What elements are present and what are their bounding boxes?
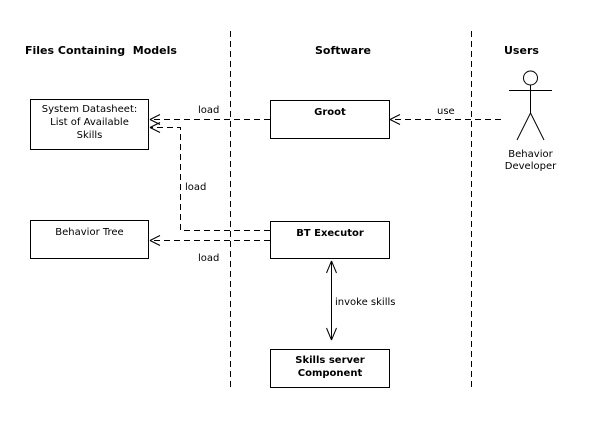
lane-label-users: Users	[504, 44, 539, 57]
arrowhead-invoke-skills-bottom	[326, 327, 337, 341]
arrowhead-invoke-skills-top	[326, 260, 337, 274]
actor-name-line2: Developer	[504, 161, 557, 172]
node-system-datasheet-line2: List of Available	[50, 117, 129, 128]
node-bt-executor-label: BT Executor	[296, 228, 364, 239]
node-skills-server-line2: Component	[297, 368, 363, 379]
arrowhead-use	[389, 114, 401, 125]
node-groot: Groot	[270, 100, 390, 139]
edge-use	[389, 114, 501, 125]
actor-head	[523, 70, 538, 86]
actor-leg-left	[516, 112, 531, 141]
actor-behavior-developer	[509, 70, 552, 141]
edge-label-load-groot: load	[198, 105, 220, 116]
lane-separators	[230, 31, 472, 390]
actor-name-line1: Behavior	[508, 149, 553, 160]
node-system-datasheet-line3: Skills	[76, 130, 103, 141]
edge-load-btexecutor-datasheet-line	[150, 127, 270, 231]
edge-label-invoke-skills: invoke skills	[335, 297, 396, 308]
node-bt-executor: BT Executor	[270, 221, 390, 259]
node-groot-label: Groot	[314, 107, 346, 118]
node-skills-server-line1: Skills server	[295, 355, 365, 366]
lane-label-files-containing-models: Files Containing Models	[25, 44, 177, 57]
edge-label-load-btexecutor-datasheet: load	[185, 182, 207, 193]
arrowhead-load-btexecutor-tree	[149, 235, 161, 246]
node-behavior-tree-label: Behavior Tree	[55, 227, 124, 238]
edge-label-load-btexecutor-tree: load	[198, 253, 220, 264]
lane-label-software: Software	[315, 44, 371, 57]
edge-label-use: use	[437, 106, 455, 117]
node-system-datasheet-line1: System Datasheet:	[41, 104, 138, 115]
actor-name: Behavior Developer	[488, 149, 573, 173]
actor-leg-right	[530, 112, 545, 141]
edge-invoke-skills	[326, 260, 337, 341]
node-skills-server-component: Skills server Component	[270, 349, 390, 388]
node-behavior-tree: Behavior Tree	[30, 220, 149, 259]
edge-load-btexecutor-to-behavior-tree	[149, 235, 270, 246]
arrowhead-load-btexecutor-datasheet	[149, 122, 161, 133]
edge-load-btexecutor-to-datasheet	[149, 122, 270, 231]
node-system-datasheet: System Datasheet: List of Available Skil…	[30, 99, 149, 150]
